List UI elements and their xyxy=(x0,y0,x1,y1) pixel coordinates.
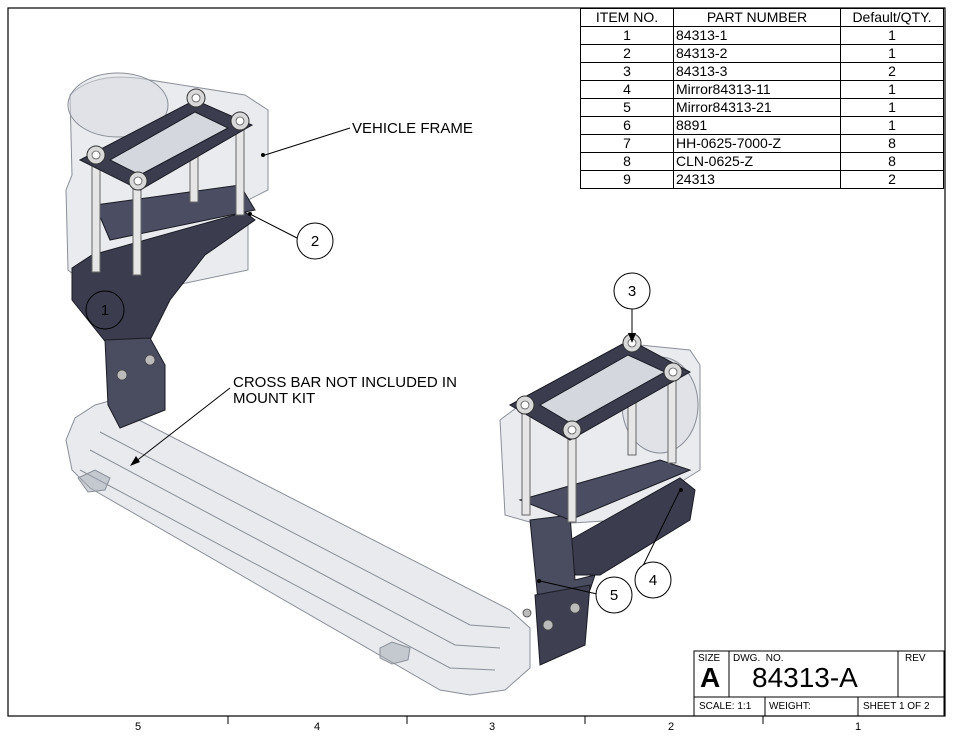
bom-item: 8 xyxy=(580,152,674,171)
bom-qty: 1 xyxy=(840,98,944,117)
cross-bar-note-line-1: CROSS BAR NOT INCLUDED IN xyxy=(233,374,457,391)
cross-bar xyxy=(65,397,531,696)
bom-part: 24313 xyxy=(673,170,841,189)
bom-item: 3 xyxy=(580,62,674,81)
bom-qty: 1 xyxy=(840,44,944,63)
right-mount xyxy=(499,333,701,666)
bom-header-qty: Default/QTY. xyxy=(840,8,944,27)
bom-qty: 2 xyxy=(840,170,944,189)
zone-label: 3 xyxy=(489,721,496,733)
leader-arrowheads xyxy=(130,153,683,583)
left-mount xyxy=(65,72,269,429)
balloon-1: 1 xyxy=(85,290,125,330)
bom-qty: 2 xyxy=(840,62,944,81)
size-label: SIZE xyxy=(698,653,721,664)
bom-item: 4 xyxy=(580,80,674,99)
title-block-frame xyxy=(693,650,945,717)
bom-header-part: PART NUMBER xyxy=(673,8,841,27)
scale-field: SCALE: 1:1 xyxy=(699,701,752,712)
balloon-5: 5 xyxy=(595,576,633,614)
dwg-no-label: DWG. NO. xyxy=(733,653,784,664)
bom-item: 5 xyxy=(580,98,674,117)
balloon-4-label: 4 xyxy=(649,572,657,589)
balloon-3: 3 xyxy=(613,272,651,310)
balloon-4: 4 xyxy=(634,561,672,599)
zone-label: 4 xyxy=(314,721,321,733)
weight-field: WEIGHT: xyxy=(769,701,811,712)
cross-bar-note: CROSS BAR NOT INCLUDED IN MOUNT KIT xyxy=(233,375,457,407)
bom-part: CLN-0625-Z xyxy=(673,152,841,171)
bom-part: HH-0625-7000-Z xyxy=(673,134,841,153)
zone-ticks xyxy=(227,716,764,724)
dwg-no-value: 84313-A xyxy=(752,662,858,693)
size-value: A xyxy=(700,662,721,693)
bom-qty: 1 xyxy=(840,80,944,99)
bom-item: 2 xyxy=(580,44,674,63)
balloon-3-label: 3 xyxy=(628,283,636,300)
rev-label: REV xyxy=(905,653,926,664)
bom-qty: 1 xyxy=(840,116,944,135)
zone-label: 2 xyxy=(668,721,675,733)
balloon-2-label: 2 xyxy=(311,233,319,250)
vehicle-frame-note: VEHICLE FRAME xyxy=(352,120,473,137)
bom-part: 84313-1 xyxy=(673,26,841,45)
bom-item: 1 xyxy=(580,26,674,45)
bom-part: 8891 xyxy=(673,116,841,135)
leader-lines xyxy=(134,127,681,595)
balloon-2: 2 xyxy=(296,222,334,260)
balloon-1-label: 1 xyxy=(101,302,109,319)
bom-header-row: ITEM NO. PART NUMBER Default/QTY. xyxy=(580,8,944,27)
bom-qty: 8 xyxy=(840,134,944,153)
bom-part: Mirror84313-11 xyxy=(673,80,841,99)
zone-label: 5 xyxy=(135,721,142,733)
bom-qty: 1 xyxy=(840,26,944,45)
zone-label: 1 xyxy=(855,721,862,733)
bom-part: 84313-3 xyxy=(673,62,841,81)
sheet-border xyxy=(7,7,946,717)
bom-part: 84313-2 xyxy=(673,44,841,63)
balloon-5-label: 5 xyxy=(610,587,618,604)
bom-item: 6 xyxy=(580,116,674,135)
bom-qty: 8 xyxy=(840,152,944,171)
cross-bar-note-line-2: MOUNT KIT xyxy=(233,390,316,407)
bom-header-item: ITEM NO. xyxy=(580,8,674,27)
sheet-field: SHEET 1 OF 2 xyxy=(863,701,930,712)
bom-item: 9 xyxy=(580,170,674,189)
bom-part: Mirror84313-21 xyxy=(673,98,841,117)
bom-item: 7 xyxy=(580,134,674,153)
